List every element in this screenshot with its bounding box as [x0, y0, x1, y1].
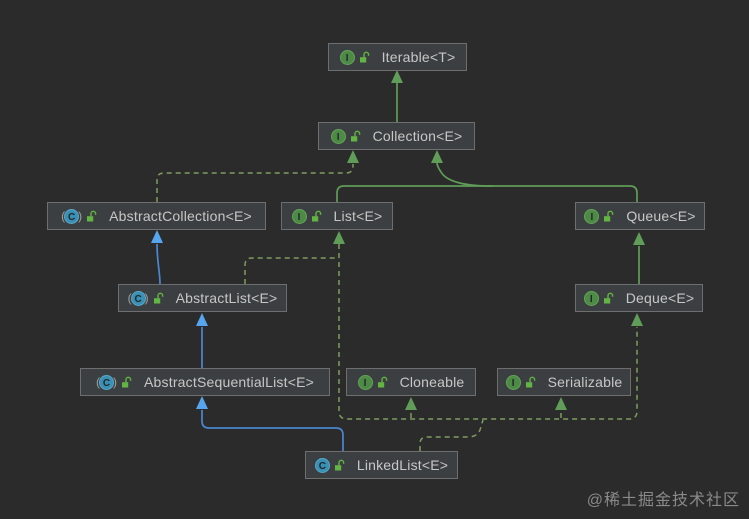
node-label: Deque<E>: [625, 290, 695, 306]
public-lock-icon: [334, 459, 345, 472]
interface-icon: [330, 128, 346, 144]
public-lock-icon: [377, 376, 388, 389]
public-lock-icon: [603, 292, 614, 305]
node-label: Iterable<T>: [381, 49, 456, 65]
node-label: Collection<E>: [372, 128, 463, 144]
public-lock-icon: [350, 130, 361, 143]
node-abstract-collection[interactable]: AbstractCollection<E>: [47, 202, 266, 230]
edge-deque-extends-queue: [633, 232, 645, 284]
public-lock-icon: [121, 376, 132, 389]
edge-list-queue-extends-collection: [336, 150, 638, 202]
node-label: AbstractCollection<E>: [109, 208, 252, 224]
edge-linkedlist-dashed-stub: [419, 419, 484, 451]
edge-linkedlist-implements-cloneable: [405, 397, 417, 418]
node-linked-list[interactable]: LinkedList<E>: [305, 451, 458, 479]
edge-abstractlist-implements-list: [244, 257, 339, 284]
edge-linkedlist-extends-asl: [196, 396, 344, 451]
node-iterable[interactable]: Iterable<T>: [328, 43, 467, 71]
edge-abstractcollection-implements-collection: [156, 150, 359, 202]
interface-icon: [583, 290, 599, 306]
node-queue[interactable]: Queue<E>: [575, 202, 705, 230]
node-cloneable[interactable]: Cloneable: [346, 368, 476, 396]
public-lock-icon: [359, 51, 370, 64]
public-lock-icon: [311, 210, 322, 223]
node-label: LinkedList<E>: [356, 457, 449, 473]
interface-icon: [505, 374, 521, 390]
node-serializable[interactable]: Serializable: [497, 368, 631, 396]
node-label: AbstractSequentialList<E>: [144, 374, 314, 390]
node-deque[interactable]: Deque<E>: [575, 284, 703, 312]
public-lock-icon: [86, 210, 97, 223]
node-abstract-sequential-list[interactable]: AbstractSequentialList<E>: [80, 368, 330, 396]
node-collection[interactable]: Collection<E>: [318, 122, 475, 150]
node-label: Serializable: [547, 374, 623, 390]
interface-icon: [291, 208, 307, 224]
interface-icon: [357, 374, 373, 390]
edge-collection-extends-iterable: [391, 70, 403, 122]
edge-asl-extends-abstractlist: [196, 313, 208, 368]
node-label: AbstractList<E>: [175, 290, 278, 306]
abstract-class-icon: [128, 290, 164, 306]
abstract-class-icon: [61, 208, 97, 224]
edge-abstractlist-extends-abstractcollection: [151, 230, 163, 285]
public-lock-icon: [153, 292, 164, 305]
abstract-class-icon: [96, 374, 132, 390]
node-list[interactable]: List<E>: [281, 202, 393, 230]
public-lock-icon: [525, 376, 536, 389]
interface-icon: [584, 208, 600, 224]
node-abstract-list[interactable]: AbstractList<E>: [118, 284, 287, 312]
interface-icon: [339, 49, 355, 65]
watermark: @稀土掘金技术社区: [586, 492, 740, 509]
edge-linkedlist-implements-serializable: [555, 397, 567, 418]
edge-linkedlist-implements-list-deque: [333, 231, 643, 420]
node-label: Cloneable: [399, 374, 465, 390]
node-label: List<E>: [333, 208, 383, 224]
class-icon: [314, 457, 330, 473]
public-lock-icon: [603, 210, 614, 223]
node-label: Queue<E>: [626, 208, 696, 224]
